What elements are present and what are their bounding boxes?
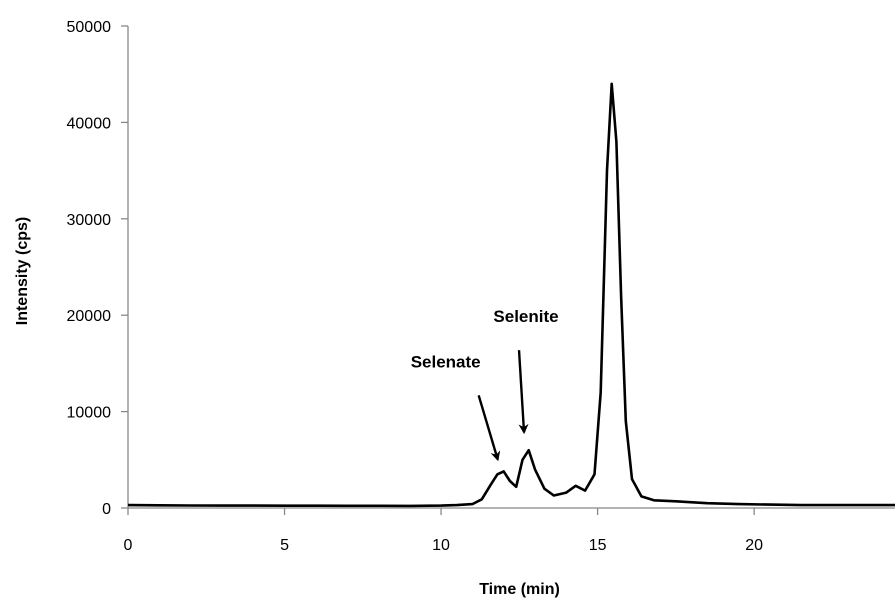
- x-tick-label: 5: [280, 537, 289, 554]
- y-tick-label: 30000: [67, 212, 112, 229]
- x-axis-ticks: 0 5 10 15 20: [124, 508, 764, 554]
- x-tick-label: 10: [432, 537, 450, 554]
- y-tick-label: 40000: [67, 115, 112, 132]
- x-tick-label: 20: [745, 537, 763, 554]
- chromatogram-trace: [128, 84, 895, 506]
- x-axis-title: Time (min): [479, 581, 560, 598]
- annotation-label: Selenate: [411, 352, 481, 371]
- y-tick-label: 0: [102, 501, 111, 518]
- y-axis-title: Intensity (cps): [14, 217, 31, 325]
- y-tick-label: 50000: [67, 19, 112, 36]
- annotation-arrow: [479, 395, 498, 459]
- axes: 0 10000 20000 30000 40000 50000 0 5 10 15 20: [67, 19, 895, 554]
- peak-annotations: SelenateSeleniteSe-methylselenocysteine: [411, 0, 836, 459]
- x-tick-label: 15: [589, 537, 607, 554]
- annotation-selenate: Selenate: [411, 352, 498, 459]
- annotation-arrow: [519, 350, 524, 432]
- y-tick-label: 10000: [67, 405, 112, 422]
- x-tick-label: 0: [124, 537, 133, 554]
- annotation-selenite: Selenite: [493, 307, 558, 432]
- y-tick-label: 20000: [67, 308, 112, 325]
- y-axis-ticks: 0 10000 20000 30000 40000 50000: [67, 19, 129, 518]
- annotation-label: Selenite: [493, 307, 558, 326]
